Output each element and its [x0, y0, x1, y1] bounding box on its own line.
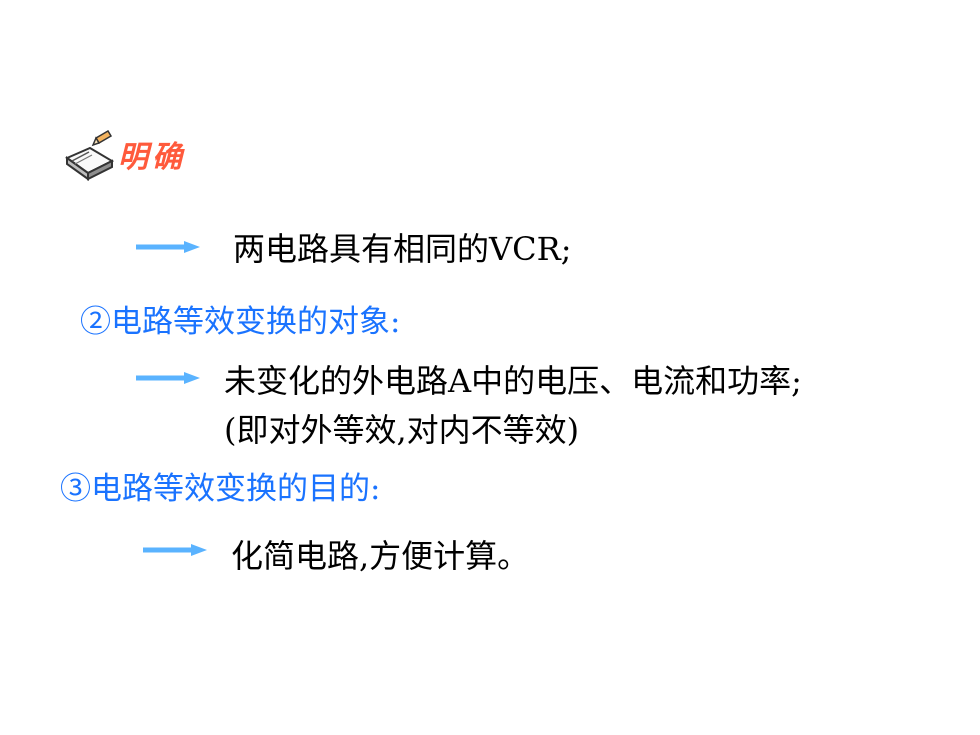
arrow-icon	[133, 370, 202, 386]
book-pencil-icon	[62, 129, 116, 186]
badge-label: 明确	[118, 140, 186, 175]
heading-2: ②电路等效变换的对象:	[80, 304, 401, 340]
text-line-4: 化简电路,方便计算。	[231, 537, 530, 575]
text-line-3: (即对外等效,对内不等效)	[224, 411, 580, 449]
text-line-1: 两电路具有相同的VCR;	[233, 230, 572, 268]
badge: 明确	[62, 129, 186, 186]
heading-3: ③电路等效变换的目的:	[60, 471, 381, 507]
text-line-2: 未变化的外电路A中的电压、电流和功率;	[224, 362, 802, 400]
arrow-icon	[140, 542, 209, 558]
arrow-icon	[133, 239, 202, 255]
